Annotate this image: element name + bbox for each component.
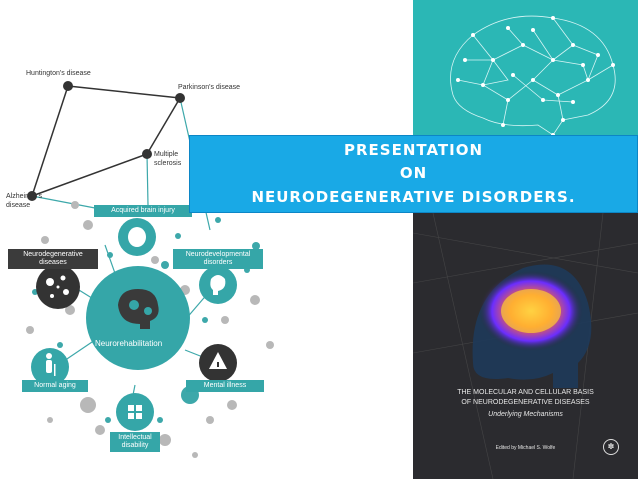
diagram-graph: [26, 81, 274, 458]
brain-network-image: [413, 0, 638, 140]
banner-line3: NEURODEGENERATIVE DISORDERS.: [251, 188, 576, 206]
puzzle-icon: [128, 413, 134, 419]
book-title-line1: THE MOLECULAR AND CELLULAR BASIS: [457, 389, 594, 396]
title-banner: PRESENTATION ON NEURODEGENERATIVE DISORD…: [189, 135, 638, 213]
tag-neurodegenerative-line2: diseases: [39, 259, 67, 266]
tag-intellectual-line1: Intellectual: [118, 434, 152, 441]
book-subtitle: Underlying Mechanisms: [488, 411, 563, 418]
neurorehabilitation-diagram: Huntington's disease Parkinson's disease…: [0, 0, 300, 479]
tag-neurodegenerative-line1: Neurodegenerative: [23, 251, 83, 258]
tag-intellectual-disability: Intellectual disability: [110, 432, 160, 452]
banner-line1: PRESENTATION: [343, 141, 484, 159]
elderly-person-icon: [46, 353, 52, 359]
tag-neurodegenerative: Neurodegenerative diseases: [8, 249, 98, 269]
node-parkinson: [175, 93, 185, 103]
glowing-brain-head-icon: [413, 213, 638, 479]
center-label: Neurorehabilitation: [95, 339, 163, 348]
tag-normal-aging: Normal aging: [22, 380, 88, 392]
huntington-label: Huntington's disease: [26, 70, 91, 77]
node-alzheimer: [27, 191, 37, 201]
tag-neurodevelopmental: Neurodevelopmental disorders: [173, 249, 263, 269]
tag-neurodevelopmental-line1: Neurodevelopmental: [185, 251, 251, 258]
book-editor: Edited by Michael S. Wolfe: [495, 445, 556, 451]
ms-label-line2: sclerosis: [154, 160, 182, 167]
warning-icon: [209, 352, 227, 369]
alzheimer-label-line1: Alzheimer's: [6, 193, 42, 200]
brain-network-icon: [450, 15, 616, 137]
book-title-line2: OF NEURODEGENERATIVE DISEASES: [461, 399, 590, 406]
node-huntington: [63, 81, 73, 91]
book-cover-image: THE MOLECULAR AND CELLULAR BASIS OF NEUR…: [413, 213, 638, 479]
brain-gear-icon: [118, 289, 159, 329]
node-ms: [142, 149, 152, 159]
developing-brain-icon: [210, 275, 226, 295]
intellectual-icon-circle: [116, 393, 154, 431]
parkinson-label: Parkinson's disease: [178, 84, 241, 91]
head-icon: [128, 227, 146, 247]
dots-icon: [46, 275, 69, 298]
banner-line2: ON: [399, 164, 428, 182]
ms-label-line1: Multiple: [154, 151, 179, 158]
publisher-logo-icon: ✽: [603, 439, 619, 455]
alzheimer-label-line2: disease: [6, 202, 31, 209]
tag-acquired-brain-injury: Acquired brain injury: [94, 205, 192, 217]
tag-neurodevelopmental-line2: disorders: [203, 259, 233, 266]
tag-intellectual-line2: disability: [121, 442, 149, 449]
tag-mental-illness: Mental illness: [186, 380, 264, 392]
